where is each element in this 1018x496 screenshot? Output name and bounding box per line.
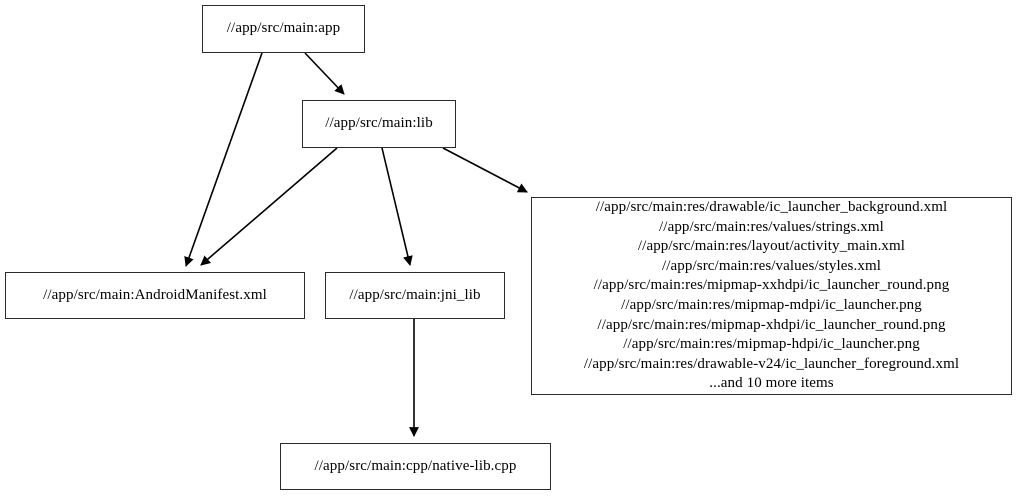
node-jni-lib[interactable]: //app/src/main:jni_lib — [325, 272, 505, 319]
edge-lib-to-jni-lib — [381, 147, 413, 266]
edge-lib-to-manifest — [200, 147, 338, 266]
node-app-label: //app/src/main:app — [226, 20, 341, 37]
edge-app-to-lib — [304, 52, 345, 95]
node-res-group[interactable]: //app/src/main:res/drawable/ic_launcher_… — [531, 197, 1012, 395]
edge-app-to-manifest — [184, 52, 263, 267]
node-app[interactable]: //app/src/main:app — [202, 5, 365, 53]
node-native-lib-cpp[interactable]: //app/src/main:cpp/native-lib.cpp — [280, 443, 551, 490]
edge-lib-to-res — [442, 147, 528, 193]
node-android-manifest-label: //app/src/main:AndroidManifest.xml — [43, 286, 267, 303]
node-native-lib-cpp-label: //app/src/main:cpp/native-lib.cpp — [314, 457, 517, 474]
node-lib[interactable]: //app/src/main:lib — [302, 100, 456, 148]
node-android-manifest[interactable]: //app/src/main:AndroidManifest.xml — [5, 272, 305, 319]
node-res-group-label: //app/src/main:res/drawable/ic_launcher_… — [583, 199, 960, 392]
node-jni-lib-label: //app/src/main:jni_lib — [349, 286, 481, 303]
node-lib-label: //app/src/main:lib — [325, 115, 433, 132]
